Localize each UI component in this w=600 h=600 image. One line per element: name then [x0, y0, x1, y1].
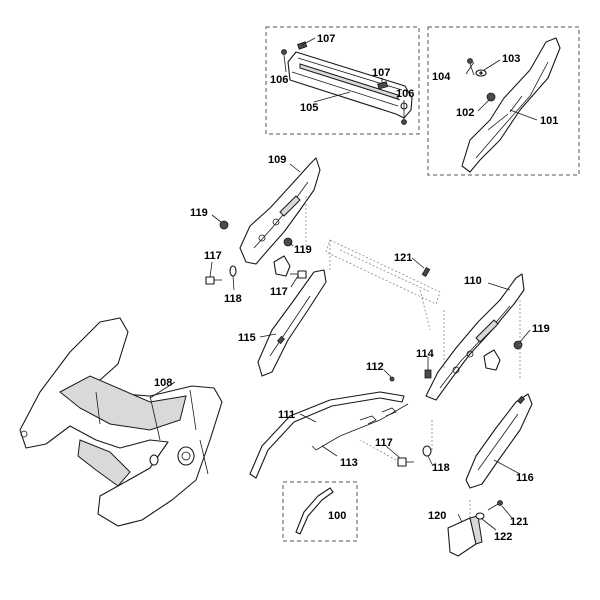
label-114: 114 [416, 348, 435, 360]
part-101-lever [461, 37, 561, 173]
label-108: 108 [154, 377, 172, 389]
label-106: 106 [396, 88, 414, 100]
part-100-cable [295, 487, 334, 535]
label-118: 118 [224, 293, 242, 305]
part-122-washer [475, 512, 485, 520]
part-118-washer-b [422, 445, 432, 457]
label-117: 117 [270, 286, 288, 298]
part-117-bolt-c [397, 457, 414, 467]
label-120: 120 [428, 510, 446, 522]
part-108-chassis [19, 317, 223, 527]
label-106: 106 [270, 74, 288, 86]
part-117-bolt-a [205, 276, 222, 285]
part-114-screw [424, 369, 432, 379]
label-107: 107 [317, 33, 335, 45]
label-122: 122 [494, 531, 512, 543]
label-115: 115 [238, 332, 256, 344]
part-111-cable-guide [249, 391, 405, 479]
label-101: 101 [540, 115, 558, 127]
label-119: 119 [294, 244, 312, 256]
label-117: 117 [204, 250, 222, 262]
label-107: 107 [372, 67, 390, 79]
part-117-bolt-b [290, 270, 307, 279]
group-box-100 [282, 481, 358, 542]
knob-left [273, 255, 291, 277]
part-112-pin [389, 376, 395, 382]
part-118-washer-a [229, 265, 237, 277]
label-119: 119 [190, 207, 208, 219]
part-102-nut [486, 92, 496, 102]
label-100: 100 [328, 510, 346, 522]
part-121-screw-b [487, 500, 503, 511]
label-104: 104 [432, 71, 451, 83]
part-103-washer [475, 69, 487, 77]
label-110: 110 [464, 275, 482, 287]
group-box-101 [427, 26, 580, 176]
part-104-screw [465, 58, 475, 75]
label-113: 113 [340, 457, 358, 469]
part-106-nut-b [401, 119, 407, 125]
part-119-nut-b [283, 237, 293, 247]
part-115-left-plate [257, 269, 327, 377]
part-109-left-bracket [239, 157, 321, 265]
alignment-lines [305, 196, 521, 520]
part-121-shaft [325, 239, 441, 305]
label-105: 105 [300, 102, 318, 114]
part-119-nut-c [513, 340, 523, 350]
label-112: 112 [366, 361, 384, 373]
part-119-nut-a [219, 220, 229, 230]
leader-lines [149, 37, 538, 531]
part-110-right-bracket [425, 273, 525, 401]
label-103: 103 [502, 53, 520, 65]
label-119: 119 [532, 323, 550, 335]
label-118: 118 [432, 462, 450, 474]
label-109: 109 [268, 154, 286, 166]
label-121: 121 [510, 516, 528, 528]
label-117: 117 [375, 437, 393, 449]
part-113-spring-cable [311, 403, 409, 451]
label-116: 116 [516, 472, 534, 484]
knob-right [483, 349, 501, 371]
part-105-crossbar [287, 51, 413, 119]
part-116-right-plate [465, 393, 533, 489]
part-106-nut-a [281, 49, 287, 55]
part-120-clip [447, 515, 483, 557]
group-box-105 [265, 26, 420, 135]
part-labels: 107 106 105 107 106 104 103 102 101 109 … [154, 33, 558, 543]
label-102: 102 [456, 107, 474, 119]
label-111: 111 [278, 409, 295, 421]
label-121: 121 [394, 252, 412, 264]
